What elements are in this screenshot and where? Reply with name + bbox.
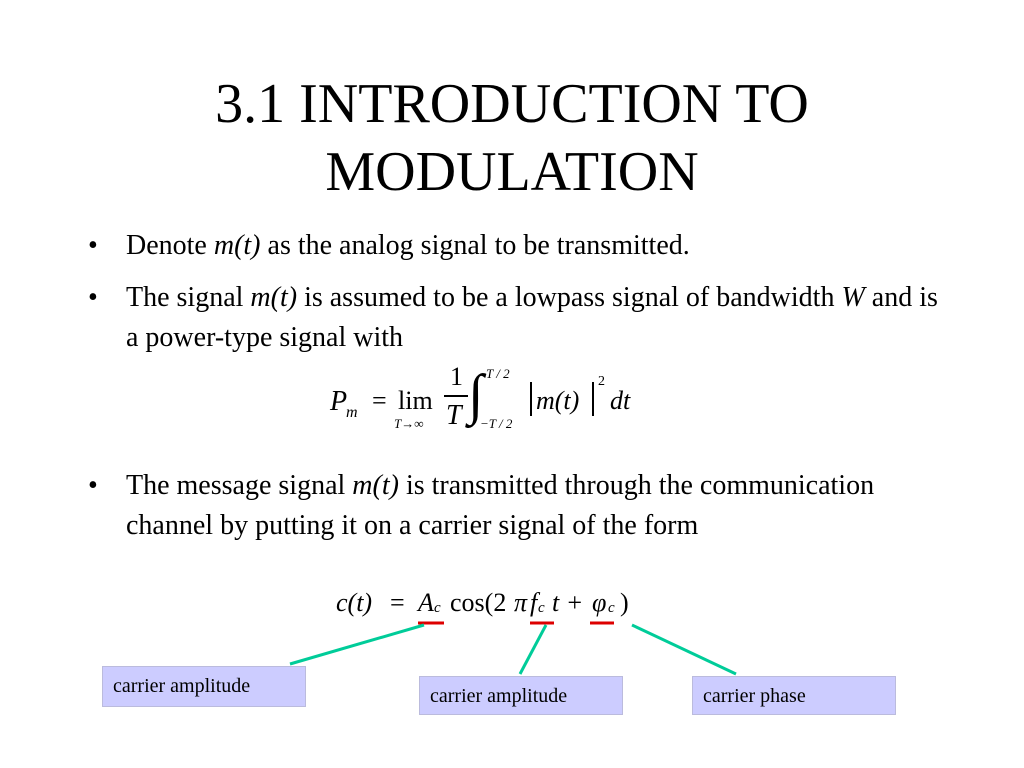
- eq-lhs: P: [330, 386, 348, 417]
- eq-phi-sub: c: [608, 600, 615, 616]
- abs-bar-left: [530, 382, 532, 416]
- connector-phase: [631, 623, 737, 676]
- eq-c-lhs: c(t): [336, 588, 373, 617]
- eq-dt: dt: [610, 386, 631, 415]
- signal-var: m(t): [352, 470, 399, 501]
- eq-f: f: [530, 588, 538, 617]
- eq-t-plus: t +: [552, 588, 584, 617]
- eq-close-paren: ): [620, 588, 629, 617]
- eq-amplitude-A: A: [418, 588, 434, 617]
- eq-pi: π: [514, 588, 528, 617]
- eq-integrand: m(t): [536, 386, 580, 415]
- eq-exponent: 2: [598, 374, 605, 389]
- label-carrier-frequency: carrier amplitude: [419, 676, 623, 715]
- integral-icon: ∫: [468, 364, 484, 426]
- eq-c-equals: =: [390, 588, 405, 617]
- carrier-equation: c(t) = A c cos(2 π f c t + φ c ): [336, 588, 656, 628]
- eq-lim-sub: T→∞: [394, 416, 424, 431]
- eq-cos: cos(2: [450, 588, 507, 617]
- slide-title: 3.1 INTRODUCTION TO MODULATION: [0, 70, 1024, 206]
- signal-var: m(t): [213, 230, 261, 261]
- connector-frequency: [518, 624, 548, 675]
- signal-var: m(t): [250, 282, 298, 313]
- bullet-3: • The message signal m(t) is transmitted…: [88, 466, 948, 546]
- eq-lim: lim: [398, 386, 433, 415]
- bullet-1-text: Denote m(t) as the analog signal to be t…: [126, 230, 690, 261]
- eq-f-sub: c: [538, 600, 545, 616]
- bullet-2-text: The signal m(t) is assumed to be a lowpa…: [126, 282, 938, 353]
- eq-lower-limit: −T / 2: [480, 416, 513, 431]
- bullet-1: • Denote m(t) as the analog signal to be…: [88, 226, 948, 266]
- fraction-bar: [444, 395, 468, 397]
- bullet-dot: •: [88, 470, 98, 501]
- abs-bar-right: [592, 382, 594, 416]
- bullet-2: • The signal m(t) is assumed to be a low…: [88, 278, 948, 358]
- label-carrier-phase: carrier phase: [692, 676, 896, 715]
- bandwidth-var: W: [841, 282, 865, 313]
- eq-equals: =: [372, 386, 387, 415]
- eq-denominator: T: [446, 400, 462, 431]
- eq-numerator: 1: [450, 362, 463, 391]
- power-equation: P m = lim T→∞ 1 T ∫ T / 2 −T / 2 m(t) 2 …: [330, 362, 650, 438]
- eq-amplitude-sub: c: [434, 600, 441, 616]
- bullet-3-text: The message signal m(t) is transmitted t…: [126, 470, 875, 541]
- eq-upper-limit: T / 2: [486, 366, 510, 381]
- title-line-2: MODULATION: [325, 141, 699, 203]
- bullet-dot: •: [88, 230, 98, 261]
- eq-lhs-sub: m: [346, 404, 358, 421]
- connector-amplitude: [289, 623, 425, 666]
- label-carrier-amplitude: carrier amplitude: [102, 666, 306, 707]
- eq-phi: φ: [592, 588, 607, 617]
- bullet-dot: •: [88, 282, 98, 313]
- title-line-1: 3.1 INTRODUCTION TO: [215, 73, 809, 135]
